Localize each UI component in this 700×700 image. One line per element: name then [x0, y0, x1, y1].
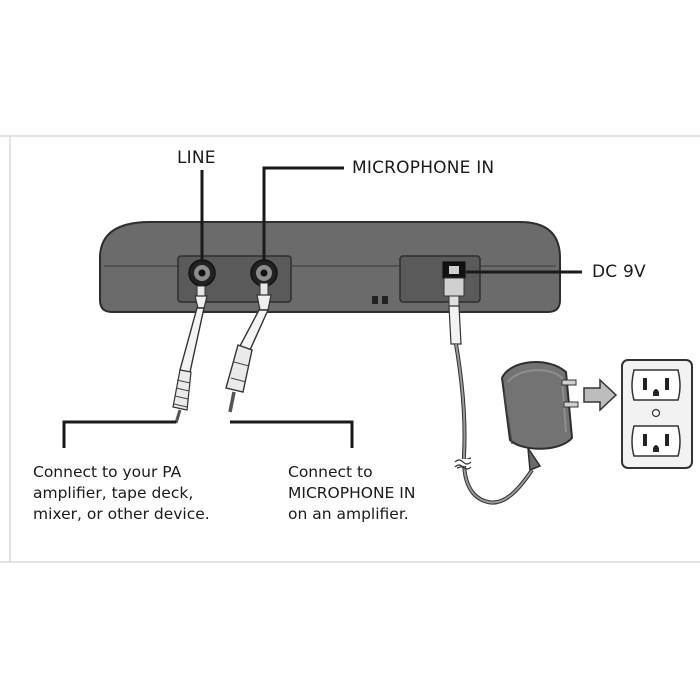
- mic-caption-line-1: Connect to: [288, 463, 373, 481]
- device-body: [99, 221, 561, 313]
- line-plug: [172, 285, 208, 424]
- line-jack-caption: Connect to your PA amplifier, tape deck,…: [33, 462, 210, 525]
- microphone-label-leader: [262, 166, 344, 262]
- dc-panel: [399, 255, 481, 303]
- leader-lines: [62, 166, 582, 448]
- microphone-plug: [225, 282, 272, 413]
- line-caption-bracket: [62, 420, 176, 448]
- insertion-arrow: [583, 378, 618, 412]
- wall-outlet: [621, 359, 693, 469]
- mic-caption-line-3: on an amplifier.: [288, 505, 409, 523]
- microphone-in-label: MICROPHONE IN: [352, 158, 495, 178]
- dc-9v-label: DC 9V: [592, 262, 646, 282]
- dc-plug-and-cable: [448, 295, 534, 505]
- line-caption-line-2: amplifier, tape deck,: [33, 484, 194, 502]
- microphone-caption-bracket: [230, 420, 354, 448]
- line-jack: [188, 259, 216, 287]
- line-caption-line-3: mixer, or other device.: [33, 505, 210, 523]
- microphone-jack-caption: Connect to MICROPHONE IN on an amplifier…: [288, 462, 415, 525]
- line-caption-line-1: Connect to your PA: [33, 463, 182, 481]
- mic-caption-line-2: MICROPHONE IN: [288, 484, 416, 502]
- ac-adapter: [500, 361, 579, 472]
- line-label: LINE: [177, 148, 216, 168]
- microphone-jack: [250, 259, 278, 287]
